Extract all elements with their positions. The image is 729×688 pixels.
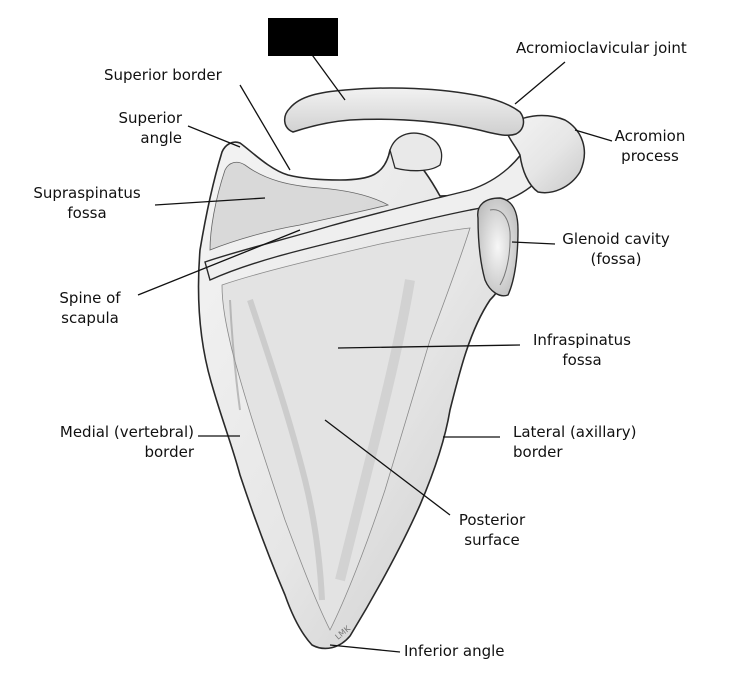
infraspinatus-label-line1: Infraspinatus: [533, 331, 631, 349]
clavicle-shape: [284, 87, 525, 137]
leader-inferior: [329, 644, 401, 653]
supraspinatus-fossa-shape: [209, 161, 390, 251]
acromion-label-line2: process: [621, 147, 679, 165]
leader-acromioclavicular: [514, 61, 566, 105]
leader-supraspinatus: [154, 197, 266, 206]
acromion-label-line1: Acromion: [614, 127, 686, 145]
coracoid-bump: [389, 132, 443, 172]
supraspinatus-label-line2: fossa: [67, 204, 107, 222]
leader-spine: [137, 229, 301, 296]
inferior-angle-label: Inferior angle: [404, 642, 505, 660]
supraspinatus-label-line1: Supraspinatus: [33, 184, 141, 202]
superior-angle-label-line1: Superior: [118, 109, 182, 127]
redaction-box: [268, 18, 338, 56]
acromion-shape: [504, 114, 586, 194]
infraspinatus-label-line2: fossa: [562, 351, 602, 369]
infraspinatus-shape: [221, 227, 471, 631]
spine-label-line1: Spine of: [59, 289, 121, 307]
posterior-surface-label-line2: surface: [464, 531, 520, 549]
leader-posterior: [324, 419, 451, 516]
lateral-border-label-line2: border: [513, 443, 563, 461]
shading-streak-2: [335, 279, 415, 582]
leader-clavicle: [309, 51, 346, 101]
lateral-border-label-line1: Lateral (axillary): [513, 423, 637, 441]
leader-acromion: [574, 129, 613, 142]
glenoid-rim: [489, 209, 511, 286]
shading-streak-3: [229, 299, 241, 411]
medial-border-label-line1: Medial (vertebral): [59, 423, 194, 441]
posterior-surface-label-line1: Posterior: [458, 511, 526, 529]
leader-superior-angle: [187, 125, 241, 148]
leader-superior-border: [239, 84, 291, 171]
superior-angle-label-line2: angle: [140, 129, 182, 147]
leader-infraspinatus: [337, 344, 521, 349]
leader-glenoid: [511, 241, 556, 245]
shading-streak-1: [247, 299, 325, 601]
medial-border-label-line2: border: [144, 443, 194, 461]
spine-label-line2: scapula: [61, 309, 119, 327]
superior-border-label: Superior border: [104, 66, 222, 84]
glenoid-label-line2: (fossa): [590, 250, 642, 268]
leader-lines: [137, 51, 613, 653]
acromioclavicular-joint-label: Acromioclavicular joint: [516, 39, 687, 57]
glenoid-label-line1: Glenoid cavity: [562, 230, 670, 248]
